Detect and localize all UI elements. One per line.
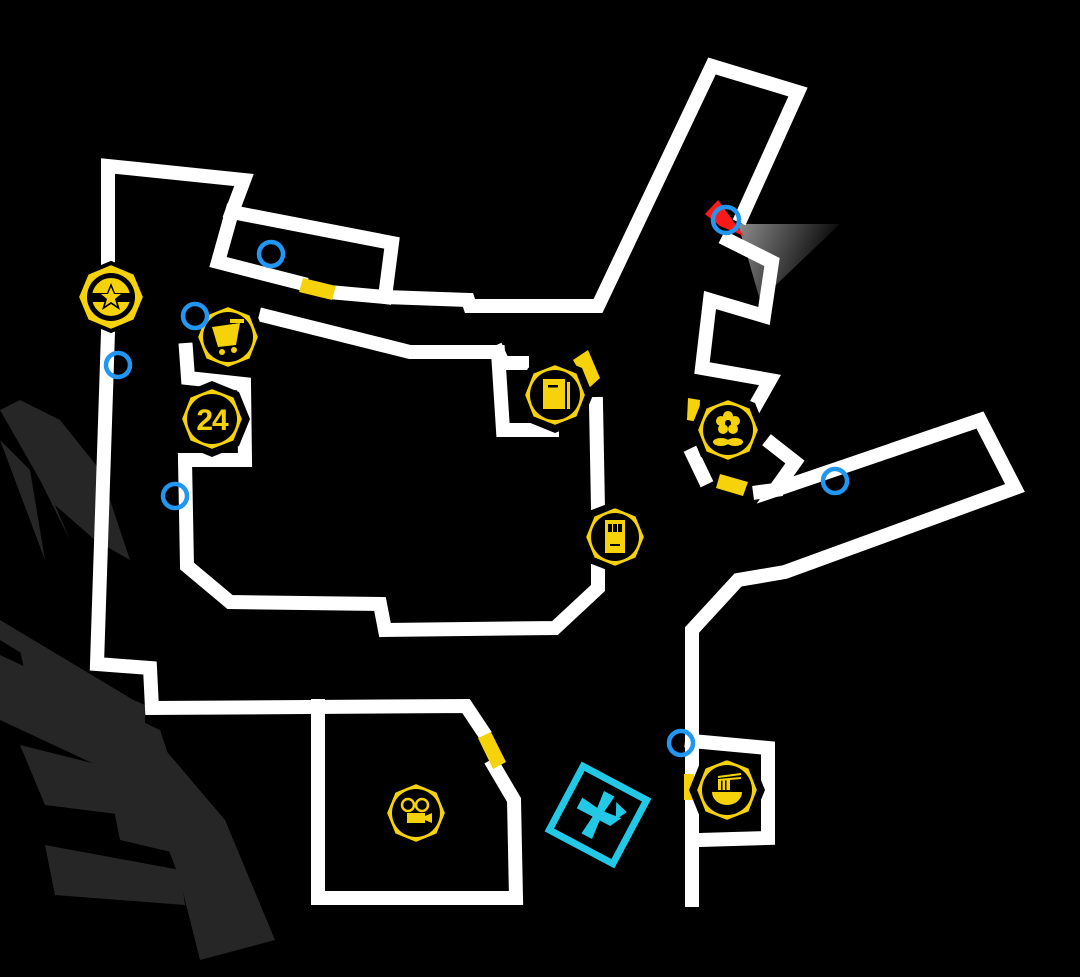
shopping-cart-icon bbox=[212, 319, 244, 355]
poi-police-box[interactable] bbox=[74, 260, 148, 334]
background-decoration bbox=[0, 400, 275, 960]
marker-icon[interactable] bbox=[180, 301, 210, 331]
player-view-cone bbox=[738, 224, 840, 300]
poi-movie-theater[interactable] bbox=[380, 777, 452, 849]
flower-icon bbox=[713, 411, 743, 446]
poi-ramen-shop[interactable] bbox=[689, 752, 765, 828]
marker-icon[interactable] bbox=[256, 239, 286, 269]
marker-icon[interactable] bbox=[710, 204, 742, 236]
area-exit-icon bbox=[576, 790, 627, 840]
walls bbox=[89, 57, 1025, 907]
marker-icon[interactable] bbox=[820, 466, 850, 496]
player-position bbox=[705, 200, 744, 236]
police-badge-icon bbox=[92, 283, 130, 310]
book-icon bbox=[543, 379, 570, 409]
vending-machine-icon bbox=[605, 520, 625, 553]
poi-flower-shop[interactable] bbox=[690, 392, 766, 468]
film-projector-icon bbox=[400, 797, 432, 823]
area-exit[interactable] bbox=[544, 761, 652, 869]
marker-icon[interactable] bbox=[103, 350, 133, 380]
marker-icon[interactable] bbox=[160, 481, 190, 511]
markers bbox=[103, 239, 850, 758]
24-hour-icon: 24 bbox=[196, 404, 229, 437]
poi-bookstore[interactable] bbox=[517, 357, 593, 433]
poi-convenience-store[interactable]: 24 bbox=[174, 381, 250, 457]
poi-vending-machine[interactable] bbox=[579, 501, 651, 573]
poi-supermarket[interactable] bbox=[190, 299, 266, 375]
marker-icon[interactable] bbox=[666, 728, 696, 758]
ramen-bowl-icon bbox=[712, 773, 742, 805]
